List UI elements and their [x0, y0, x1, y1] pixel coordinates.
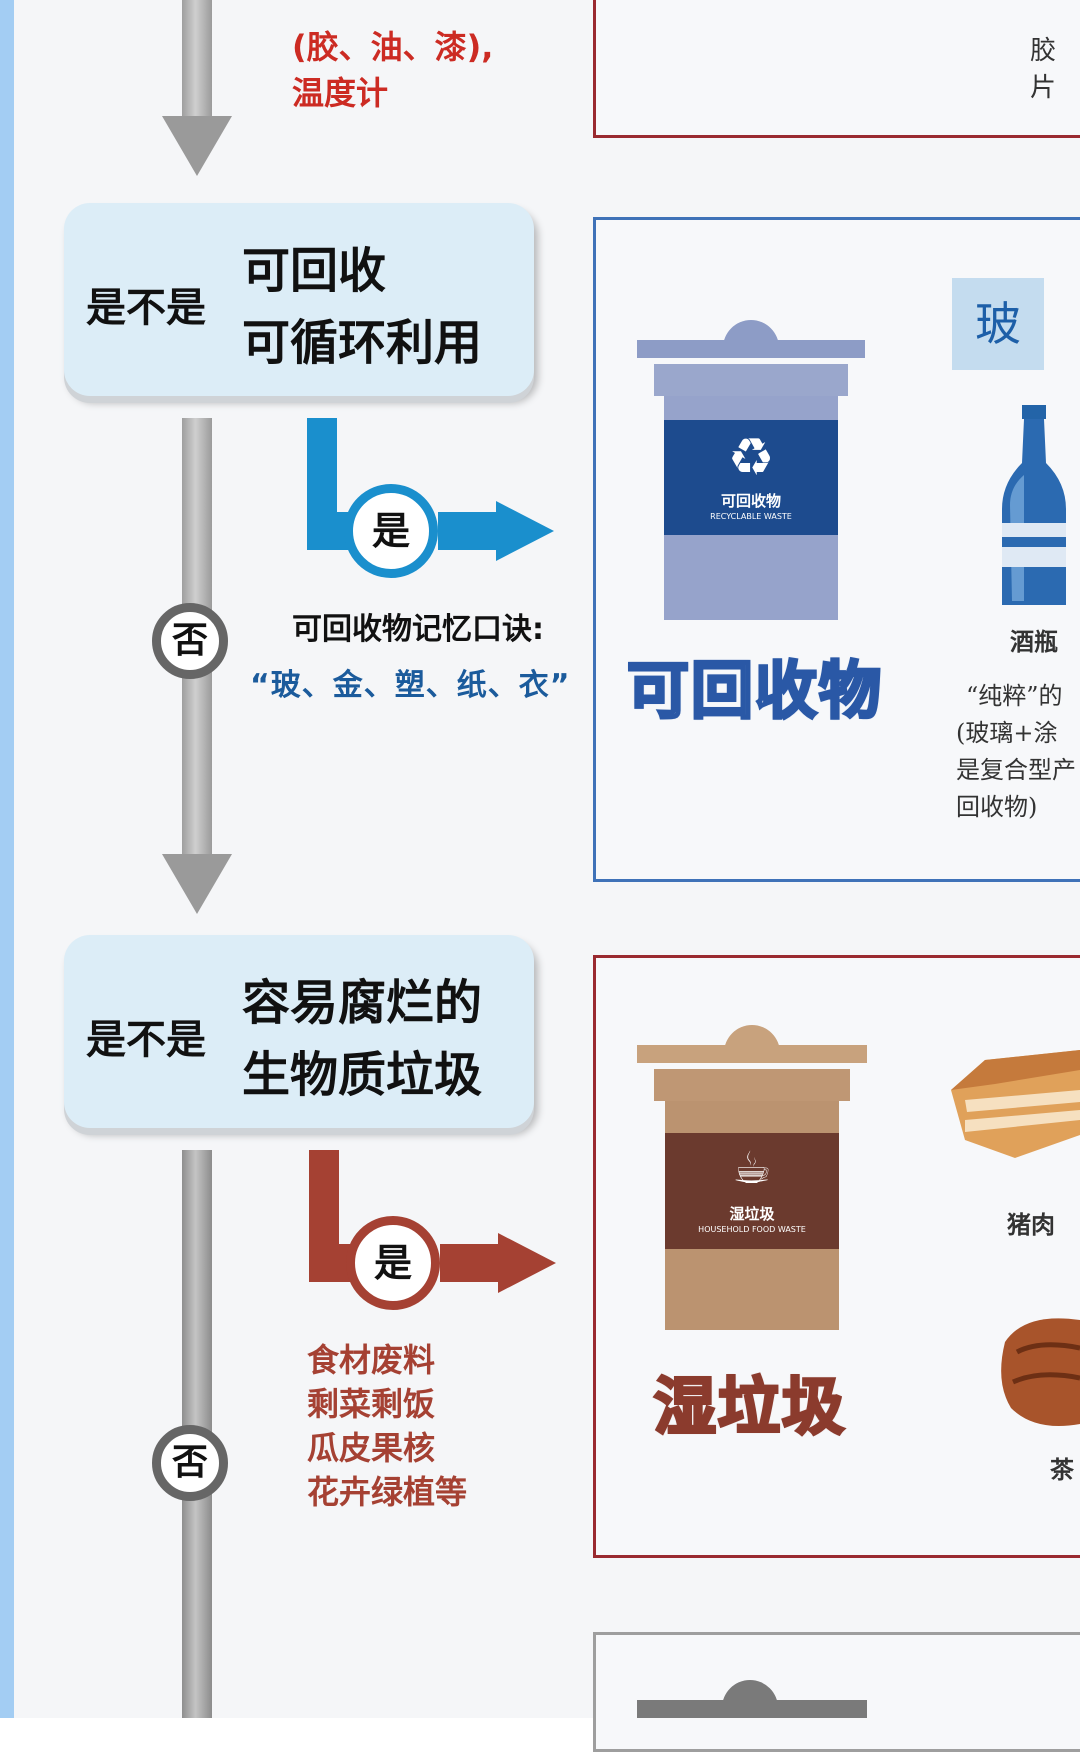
hazard-examples-line1: (胶、油、漆), [292, 28, 494, 66]
bin-label-en: RECYCLABLE WASTE [710, 512, 792, 521]
mnemonic-title: 可回收物记忆口诀: [292, 612, 544, 647]
wet-example-4: 花卉绿植等 [307, 1473, 468, 1511]
next-bin-lid [637, 1700, 867, 1718]
flow-arrow-down-2 [162, 854, 232, 914]
bin-lid [637, 340, 865, 358]
mnemonic-text: “玻、金、塑、纸、衣” [250, 668, 571, 703]
wet-examples-list: 食材废料 剩菜剩饭 瓜皮果核 花卉绿植等 [307, 1338, 467, 1514]
recycle-icon: ♻ [727, 428, 775, 488]
item-bottle-label: 酒瓶 [1010, 628, 1058, 656]
question-line-2: 可循环利用 [242, 315, 483, 371]
wet-category-title: 湿垃圾 [652, 1369, 847, 1445]
yes-circle-recyclable: 是 [344, 484, 438, 578]
no-circle-wet: 否 [152, 1425, 228, 1501]
question-box-recyclable: 是不是 可回收 可循环利用 [64, 203, 534, 396]
bin-label-cn: 湿垃圾 [729, 1205, 775, 1223]
yes-arrow-head-wet [498, 1233, 556, 1293]
note-line-2: (玻璃+涂 [956, 719, 1058, 747]
food-waste-icon: ☕ [732, 1143, 772, 1194]
hazard-right-text: 胶片 [1030, 36, 1057, 103]
bottle-icon [1002, 405, 1066, 605]
bin-rim [654, 364, 848, 396]
yes-arrow-head-recyclable [496, 501, 554, 561]
question-lead: 是不是 [86, 1017, 206, 1063]
yes-arrow-shaft [440, 1244, 500, 1282]
question-line-2: 生物质垃圾 [242, 1047, 483, 1103]
question-line-1: 可回收 [242, 243, 387, 299]
glass-tag: 玻 [952, 278, 1044, 370]
yes-circle-wet: 是 [346, 1216, 440, 1310]
bin-lid [637, 1045, 867, 1063]
yes-arrow-shaft [438, 512, 498, 550]
question-line-1: 容易腐烂的 [242, 975, 483, 1031]
flow-shaft-top [182, 0, 212, 120]
wet-example-2: 剩菜剩饭 [307, 1385, 436, 1423]
wet-bin: ☕ 湿垃圾 HOUSEHOLD FOOD WASTE [637, 1025, 867, 1330]
question-box-wet: 是不是 容易腐烂的 生物质垃圾 [64, 935, 534, 1128]
pork-icon [951, 1050, 1080, 1158]
no-circle-recyclable: 否 [152, 603, 228, 679]
flow-arrow-down-1 [162, 116, 232, 176]
item-pork-label: 猪肉 [1007, 1211, 1055, 1239]
note-line-4: 回收物) [956, 793, 1038, 821]
bin-label-panel: ☕ 湿垃圾 HOUSEHOLD FOOD WASTE [665, 1133, 839, 1249]
left-border-strip [0, 0, 14, 1718]
bin-label-en: HOUSEHOLD FOOD WASTE [698, 1225, 806, 1234]
hazard-frame [593, 0, 1080, 138]
bin-label-panel: ♻ 可回收物 RECYCLABLE WASTE [664, 420, 838, 535]
note-line-1: “纯粹”的 [966, 682, 1063, 710]
question-lead: 是不是 [86, 285, 206, 331]
wet-example-1: 食材废料 [307, 1341, 436, 1379]
wet-example-3: 瓜皮果核 [307, 1429, 436, 1467]
next-section-frame [593, 1632, 1080, 1752]
hazard-top-clip [300, 0, 520, 4]
recyclable-category-title: 可回收物 [625, 653, 884, 729]
bin-rim [654, 1069, 850, 1101]
bin-label-cn: 可回收物 [720, 492, 781, 510]
recyclable-bin: ♻ 可回收物 RECYCLABLE WASTE [637, 320, 865, 620]
hazard-examples-line2: 温度计 [292, 74, 389, 112]
note-line-3: 是复合型产 [956, 756, 1076, 784]
item-tea-label: 茶 [1050, 1456, 1074, 1484]
tea-leaves-icon [1001, 1318, 1080, 1426]
